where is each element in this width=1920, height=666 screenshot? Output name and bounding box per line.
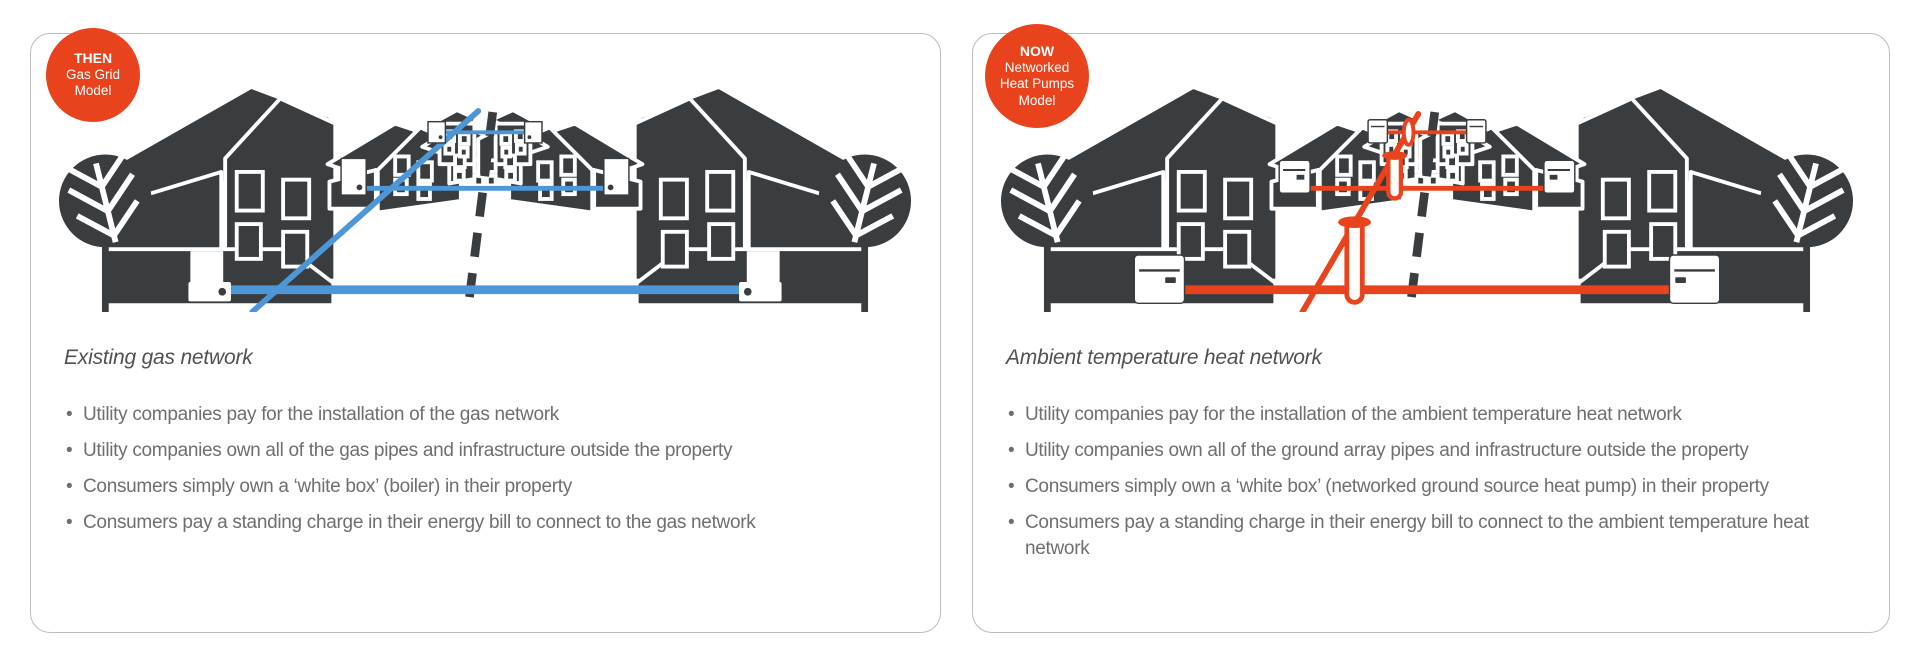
badge-line: NOW — [1019, 43, 1055, 59]
network-pipes — [1145, 111, 1709, 312]
tree-right-icon — [818, 148, 912, 312]
badge-line: Networked — [1004, 59, 1070, 75]
borehole-loop-icons — [1338, 117, 1416, 305]
bullet-item: Utility companies own all of the ground … — [1006, 438, 1818, 464]
bullet-item: Utility companies pay for the installati… — [1006, 402, 1818, 428]
badge-line: Model — [1018, 92, 1056, 108]
badge-line: Heat Pumps — [999, 76, 1075, 91]
bullet-item: Utility companies pay for the installati… — [64, 402, 755, 428]
panel-heading: Ambient temperature heat network — [1006, 346, 1322, 369]
street-illustration-heat — [987, 56, 1867, 312]
now-badge: NOW Networked Heat Pumps Model — [985, 24, 1089, 128]
bullet-item: Consumers simply own a ‘white box’ (netw… — [1006, 474, 1818, 500]
bullet-item: Consumers pay a standing charge in their… — [64, 510, 756, 536]
panel-gas-grid-model: THEN Gas Grid Model — [30, 28, 941, 633]
street-illustration-graphic — [1000, 84, 1854, 312]
network-pipes — [203, 108, 767, 312]
houses-right — [476, 84, 874, 308]
bullet-item: Utility companies own all of the gas pip… — [64, 438, 755, 464]
bullet-list: Utility companies pay for the installati… — [64, 402, 756, 546]
road-center-dashes — [463, 111, 498, 312]
panel-heat-pumps-model: NOW Networked Heat Pumps Model — [972, 24, 1890, 633]
road-center-dashes — [1405, 111, 1440, 312]
street-illustration-graphic — [58, 84, 912, 312]
bullet-item: Consumers pay a standing charge in their… — [1006, 510, 1818, 562]
meter-box-icons — [188, 120, 782, 302]
then-badge: THEN Gas Grid Model — [46, 28, 140, 122]
badge-line: Model — [74, 83, 112, 99]
tree-left-icon — [1000, 148, 1094, 312]
bullet-list: Utility companies pay for the installati… — [1006, 402, 1818, 572]
tree-right-icon — [1760, 148, 1854, 312]
badge-line: THEN — [73, 50, 113, 67]
panel-heading: Existing gas network — [64, 346, 253, 369]
bullet-item: Consumers simply own a ‘white box’ (boil… — [64, 474, 755, 500]
tree-left-icon — [58, 148, 152, 312]
badge-line: Gas Grid — [65, 66, 120, 82]
street-illustration-gas — [45, 56, 925, 312]
heat-pump-box-icons — [1133, 119, 1721, 305]
